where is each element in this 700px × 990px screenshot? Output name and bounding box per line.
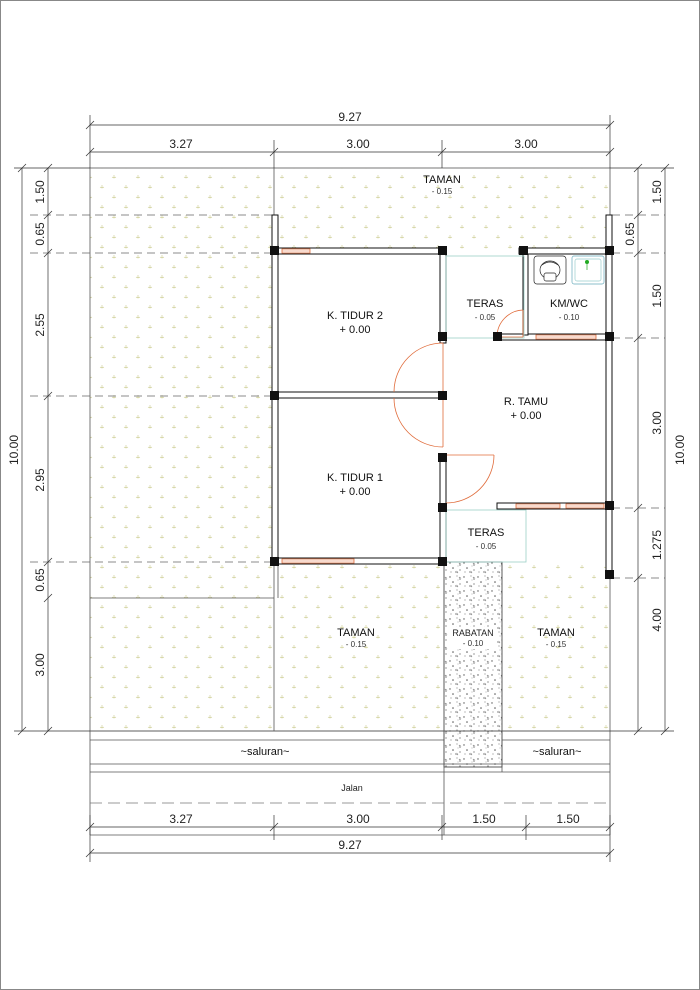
teras-bottom-level: - 0.05 [476,542,497,551]
taman-top-level: - 0.15 [432,187,453,196]
dim-top-total: 9.27 [338,110,362,124]
dim-right-5: 1.275 [650,530,664,560]
tidur2-label: K. TIDUR 2 [327,310,383,322]
rabatan-level: - 0.10 [463,639,484,648]
dim-right-total: 10.00 [673,435,687,465]
dim-right-1: 1.50 [650,180,664,204]
jalan-label: Jalan [341,783,363,793]
dim-top-3: 3.00 [514,137,538,151]
toilet-icon [533,255,567,285]
dim-right-4: 3.00 [650,411,664,435]
dim-right-2: 0.65 [623,222,637,246]
saluran-right-label: ~saluran~ [533,746,582,758]
doors [393,309,524,504]
saluran-left-label: ~saluran~ [241,746,290,758]
dim-top-1: 3.27 [169,137,193,151]
dim-bottom-total: 9.27 [338,838,362,852]
dimension-lines-bottom [85,815,615,862]
kmwc-level: - 0.10 [559,313,580,322]
dim-left-2: 0.65 [33,222,47,246]
dim-bottom-1: 3.27 [169,812,193,826]
dimension-lines-right [610,163,674,736]
tamu-label: R. TAMU [504,396,548,408]
rabatan-label: RABATAN [452,628,493,638]
teras-top-level: - 0.05 [475,313,496,322]
dim-right-6: 4.00 [650,608,664,632]
tamu-level: + 0.00 [511,410,542,422]
dim-left-total: 10.00 [7,435,21,465]
dim-left-1: 1.50 [33,180,47,204]
kmwc-label: KM/WC [550,298,588,310]
setback-lines [30,214,665,579]
dim-bottom-4: 1.50 [556,812,580,826]
taman-left-label: TAMAN [337,627,375,639]
taman-left-level: - 0.15 [346,640,367,649]
dim-left-5: 0.65 [33,568,47,592]
dim-bottom-2: 3.00 [346,812,370,826]
dim-left-3: 2.55 [33,313,47,337]
dim-top-2: 3.00 [346,137,370,151]
taman-right-level: - 0.15 [546,640,567,649]
rabatan-gravel [443,561,503,768]
road-lines [89,730,611,836]
dimension-lines-left [14,163,90,736]
dim-left-4: 2.95 [33,468,47,492]
taman-top-label: TAMAN [423,174,461,186]
water-tub-icon [571,255,605,285]
tidur1-label: K. TIDUR 1 [327,472,383,484]
teras-bottom-label: TERAS [468,527,505,539]
tidur1-level: + 0.00 [340,486,371,498]
teras-top-label: TERAS [467,298,504,310]
dim-right-3: 1.50 [650,284,664,308]
rabatan-label-bg [449,627,497,649]
window-lines [282,250,604,562]
tidur2-level: + 0.00 [340,324,371,336]
dim-left-6: 3.00 [33,653,47,677]
terrace-outline [445,255,527,563]
taman-right-label: TAMAN [537,627,575,639]
columns [270,246,614,579]
dimension-lines-top [85,115,615,168]
dim-bottom-3: 1.50 [472,812,496,826]
